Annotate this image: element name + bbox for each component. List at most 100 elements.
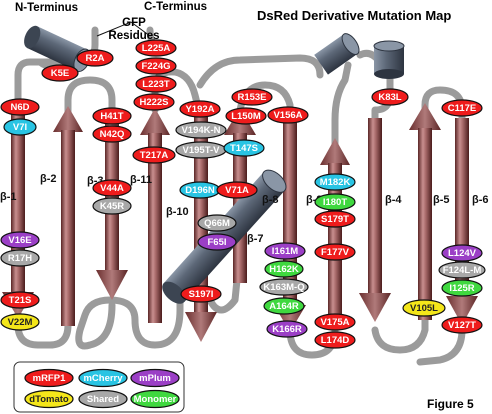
legend-label: mCherry	[83, 373, 123, 384]
mutation-badge-shape	[41, 64, 79, 82]
loop-b2-b3	[64, 76, 116, 116]
beta-strand-label: β-6	[472, 194, 489, 206]
mutation-badge: R17H	[0, 249, 40, 267]
mutation-badge-shape	[135, 39, 177, 57]
mutation-badge: H162K	[264, 260, 304, 278]
loop-b4-b5	[371, 316, 429, 354]
mutation-label: M182K	[320, 177, 351, 188]
mutation-label: H162K	[269, 264, 299, 275]
loop-c-terminus-tail	[416, 326, 466, 366]
gfp-label-line1: GFP	[122, 17, 146, 29]
strand-beta-9	[320, 138, 350, 323]
mutation-badge-shape	[197, 214, 237, 232]
mutation-badge: Q66M	[197, 214, 237, 232]
legend-swatch	[78, 389, 128, 409]
mutation-badge: V127T	[441, 316, 483, 334]
mutation-badge: K83L	[371, 88, 409, 106]
mutation-badge: L225A	[135, 39, 177, 57]
mutation-badge-shape	[314, 173, 356, 191]
mutation-badge: C117E	[441, 99, 483, 117]
mutation-badge-shape	[267, 106, 309, 124]
mutation-badge: V175A	[314, 313, 356, 331]
mutation-badge-shape	[225, 107, 267, 125]
mutation-label: R2A	[85, 53, 104, 64]
mutation-badge: V16E	[0, 231, 40, 249]
legend-item-mrfp1: mRFP1	[24, 368, 74, 388]
mutation-label: S179T	[321, 214, 349, 225]
mutation-badge-shape	[264, 242, 306, 260]
mutation-label: S197I	[189, 289, 214, 300]
mutation-badge: V105L	[402, 299, 446, 317]
mutation-badge: I161M	[264, 242, 306, 260]
mutation-label: V156A	[273, 110, 302, 121]
mutation-badge: V156A	[267, 106, 309, 124]
mutation-badge-shape	[0, 291, 40, 309]
mutation-label: L174D	[321, 335, 350, 346]
beta-strand-label: β-5	[433, 194, 450, 206]
beta-strand-label: β-4	[385, 194, 402, 206]
mutation-label: F65I	[207, 237, 226, 248]
mutation-label: R153E	[237, 92, 266, 103]
mutation-badge-shape	[441, 279, 483, 297]
mutation-label: C117E	[448, 103, 477, 114]
mutation-badge-shape	[92, 125, 132, 143]
mutation-badge-shape	[135, 75, 177, 93]
mutation-label: Q66M	[204, 218, 230, 229]
legend-swatch	[130, 389, 180, 409]
legend-label: Monomer	[134, 394, 177, 405]
legend-label: Shared	[87, 394, 119, 405]
mutation-badge: T21S	[0, 291, 40, 309]
mutation-badge: L174D	[314, 331, 356, 349]
mutation-badge-shape	[175, 121, 227, 139]
helix-top-right-2	[373, 40, 405, 79]
mutation-badge: I125R	[441, 279, 483, 297]
n-terminus-label: N-Terminus	[15, 2, 78, 14]
mutation-badge-shape	[76, 49, 114, 67]
loop-top-center	[196, 54, 324, 89]
mutation-label: L150M	[231, 111, 261, 122]
strand-beta-11	[140, 108, 170, 323]
mutation-badge-shape	[3, 118, 37, 136]
mutation-label: K5E	[51, 68, 69, 79]
mutation-badge: F65I	[197, 233, 237, 251]
mutation-badge-shape	[402, 299, 446, 317]
mutation-badge: H41T	[92, 107, 132, 125]
mutation-label: N6D	[10, 102, 29, 113]
mutation-badge-shape	[180, 285, 222, 303]
mutation-badge: H222S	[133, 93, 175, 111]
mutation-badge-shape	[179, 100, 221, 118]
mutation-badge-shape	[197, 233, 237, 251]
mutation-badge: K166R	[266, 320, 308, 338]
mutation-label: K83L	[378, 92, 401, 103]
mutation-badge-shape	[314, 193, 356, 211]
mutation-badge: F224G	[135, 57, 177, 75]
mutation-label: V7I	[13, 122, 27, 133]
mutation-label: V194K-N	[181, 125, 220, 136]
mutation-label: I180T	[323, 197, 347, 208]
legend-item-mplum: mPlum	[130, 368, 180, 388]
mutation-badge-shape	[259, 278, 309, 296]
mutation-badge-shape	[133, 93, 175, 111]
mutation-badge-shape	[92, 179, 132, 197]
mutation-badge-shape	[266, 320, 308, 338]
mutation-label: F224G	[141, 61, 170, 72]
strand-beta-5	[409, 103, 441, 320]
mutation-badge-shape	[132, 146, 176, 164]
mutation-badge-shape	[264, 260, 304, 278]
mutation-badge: R2A	[76, 49, 114, 67]
mutation-badge-shape	[371, 88, 409, 106]
strand-beta-4	[359, 118, 391, 322]
strand-beta-1	[2, 112, 34, 318]
mutation-badge: T147S	[223, 139, 265, 157]
mutation-badge-shape	[314, 331, 356, 349]
mutation-badge: L124V	[441, 244, 483, 262]
mutation-badge: M182K	[314, 173, 356, 191]
mutation-label: V71A	[225, 185, 249, 196]
mutation-label: I125R	[449, 283, 474, 294]
mutation-label: T217A	[140, 150, 169, 161]
legend-item-mcherry: mCherry	[78, 368, 128, 388]
mutation-label: V22M	[8, 317, 33, 328]
mutation-badge: L150M	[225, 107, 267, 125]
